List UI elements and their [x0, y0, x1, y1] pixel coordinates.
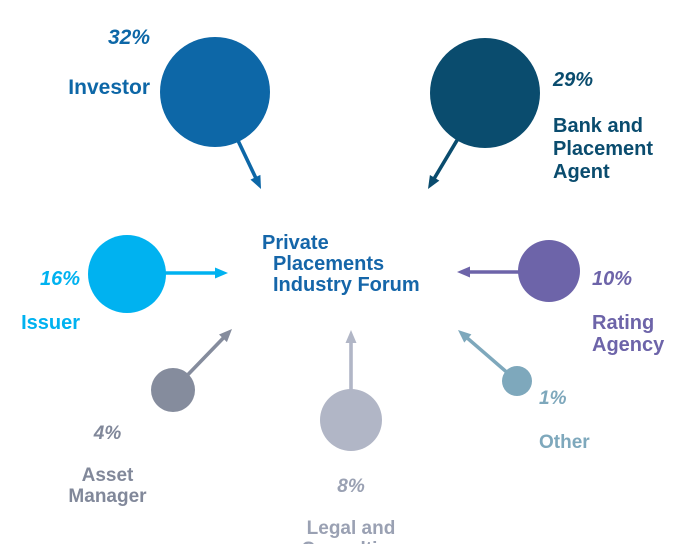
investor-arrow [236, 140, 259, 181]
rating-agency-pct: 10% [592, 268, 633, 290]
bank-arrow [431, 138, 459, 182]
other-arrow [464, 335, 508, 374]
bank-bubble [430, 38, 540, 148]
legal-consulting-bubble [320, 389, 382, 451]
rating-agency-name: Rating Agency [592, 312, 665, 356]
rating-agency-label: 10% Rating Agency [592, 246, 692, 378]
legal-consulting-label: 8% Legal and Consulting [276, 455, 426, 544]
asset-manager-arrow [186, 335, 227, 377]
issuer-label: 16% Issuer [0, 246, 80, 356]
investor-arrowhead [250, 174, 261, 189]
asset-manager-bubble [151, 368, 195, 412]
other-arrowhead [458, 330, 472, 343]
legal-consulting-arrowhead [345, 330, 357, 343]
issuer-arrowhead [215, 267, 228, 279]
issuer-bubble [88, 235, 166, 313]
investor-label: 32% Investor [0, 0, 150, 125]
legal-consulting-pct: 8% [337, 476, 365, 497]
asset-manager-label: 4% Asset Manager [40, 402, 175, 528]
bank-name: Bank and Placement Agent [553, 115, 654, 183]
investor-bubble [160, 37, 270, 147]
investor-pct: 32% [107, 26, 150, 49]
other-pct: 1% [539, 388, 567, 409]
page-title: Private Placements Industry Forum [262, 232, 420, 296]
investor-name: Investor [68, 76, 150, 99]
other-name: Other [539, 432, 590, 453]
legal-consulting-name: Legal and Consulting [301, 518, 400, 544]
rating-agency-bubble [518, 240, 580, 302]
bank-pct: 29% [553, 69, 594, 91]
asset-manager-pct: 4% [93, 423, 122, 444]
other-bubble [502, 366, 532, 396]
asset-manager-arrowhead [219, 329, 232, 343]
issuer-pct: 16% [39, 268, 80, 290]
other-label: 1% Other [539, 366, 639, 476]
rating-agency-arrowhead [457, 266, 470, 278]
asset-manager-name: Asset Manager [68, 465, 147, 507]
issuer-name: Issuer [21, 312, 80, 334]
bank-label: 29% Bank and Placement Agent [553, 46, 693, 207]
bank-arrowhead [428, 175, 440, 189]
